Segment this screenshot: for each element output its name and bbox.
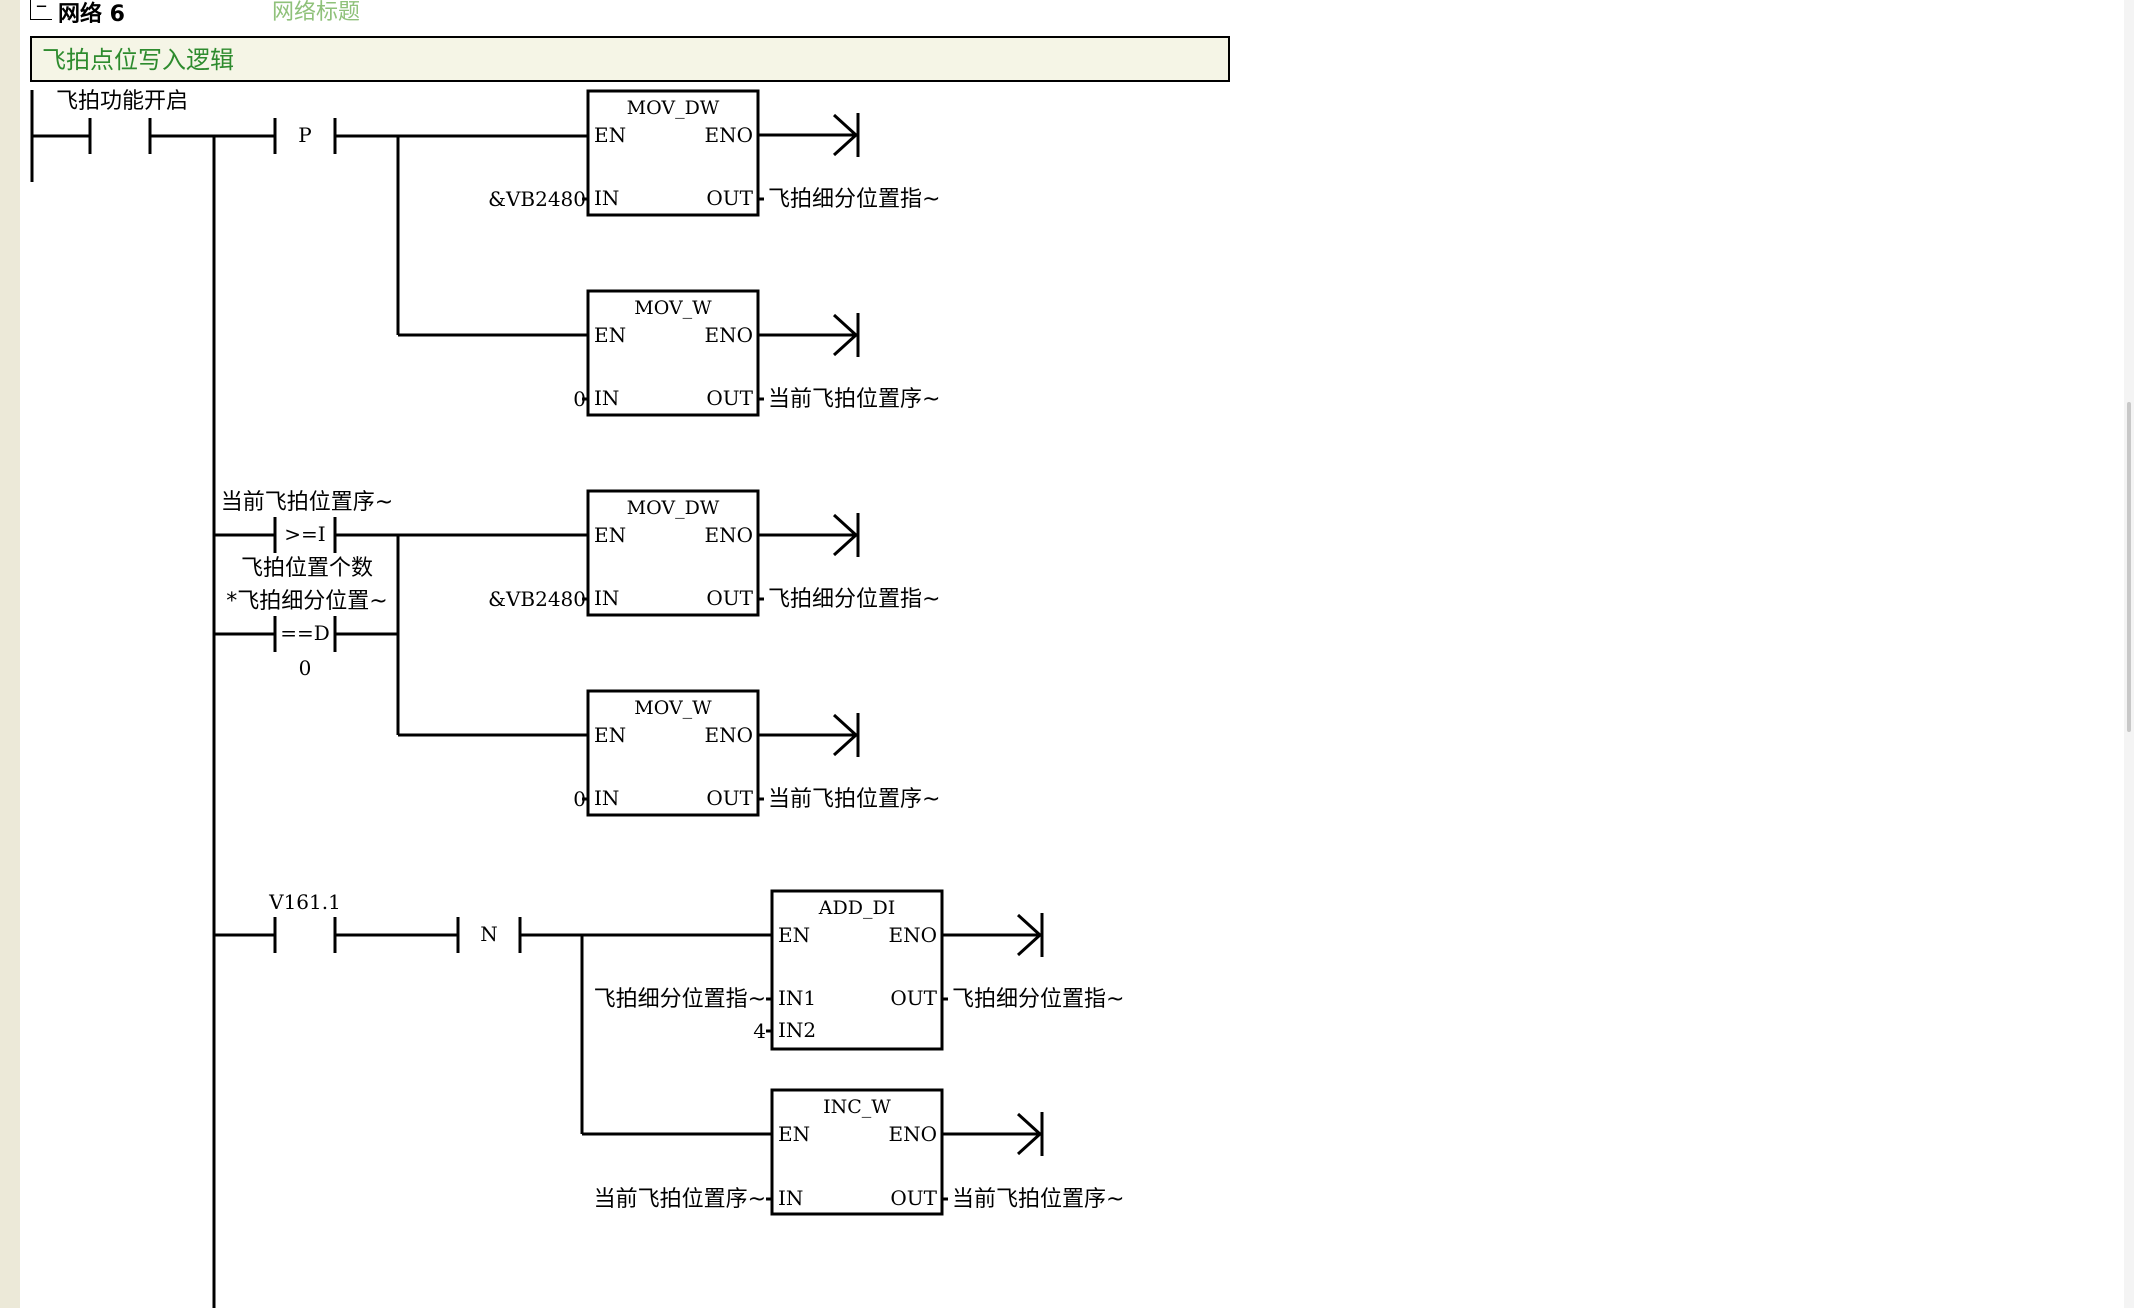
contact-flying-enable[interactable]: 飞拍功能开启 [56,89,188,154]
positive-edge-contact[interactable]: P [273,118,337,154]
compare-ge-operand-top: 当前飞拍位置序~ [221,490,393,515]
pin-stubs [582,197,948,1201]
box-mov-w-2-eno: ENO [705,723,754,747]
positive-edge-op: P [298,123,311,147]
box-add-di-out-value: 飞拍细分位置指~ [952,987,1124,1012]
box-mov-dw-2-in-pin: IN [594,586,619,610]
box-mov-w-2-out-value: 当前飞拍位置序~ [768,787,940,812]
compare-ge-operand-bottom: 飞拍位置个数 [241,556,373,581]
contact-v161-1[interactable]: V161.1 [268,890,341,953]
box-mov-dw-2-en: EN [594,523,626,547]
box-inc-w-in-value: 当前飞拍位置序~ [594,1187,766,1212]
box-mov-w-1-out-value: 当前飞拍位置序~ [768,387,940,412]
scrollbar-thumb[interactable] [2127,402,2131,732]
box-inc-w-en: EN [778,1122,810,1146]
vertical-scrollbar[interactable] [2124,0,2134,1308]
box-inc-w-eno: ENO [889,1122,938,1146]
network-title[interactable]: 网络标题 [272,0,361,25]
box-mov-w-2-en: EN [594,723,626,747]
box-add-di-eno: ENO [889,923,938,947]
box-mov-dw-2-eno: ENO [705,523,754,547]
box-mov-dw-1-out-value: 飞拍细分位置指~ [768,187,940,212]
ladder-wires [30,90,1042,1308]
box-add-di-in2-value: 4 [753,1019,766,1043]
eno-arrow-2 [832,313,860,357]
box-mov-w-1-in-value: 0 [573,387,586,411]
box-mov-w-2[interactable]: MOV_W EN ENO IN OUT 0 当前飞拍位置序~ [573,689,940,817]
box-mov-dw-2-name: MOV_DW [627,497,720,519]
box-mov-w-2-in-value: 0 [573,787,586,811]
box-inc-w-out-pin: OUT [890,1186,937,1210]
box-add-di-in2-pin: IN2 [778,1018,816,1042]
box-mov-w-1-eno: ENO [705,323,754,347]
compare-eq-operand-top: *飞拍细分位置~ [226,589,387,614]
box-mov-w-2-name: MOV_W [634,697,712,719]
eno-arrow-5 [1016,913,1044,957]
eno-arrow-1 [832,113,860,157]
box-mov-w-1[interactable]: MOV_W EN ENO IN OUT 0 当前飞拍位置序~ [573,289,940,417]
eno-arrows [832,113,1044,1156]
contact-flying-enable-label: 飞拍功能开启 [56,89,188,114]
contact-v161-1-label: V161.1 [268,890,341,914]
box-mov-dw-1-out-pin: OUT [706,186,753,210]
box-mov-dw-2[interactable]: MOV_DW EN ENO IN OUT &VB2480 飞拍细分位置指~ [488,489,940,617]
eno-arrow-6 [1016,1112,1044,1156]
box-mov-dw-1-en: EN [594,123,626,147]
network-label: 网络 6 [58,2,125,27]
box-mov-w-1-en: EN [594,323,626,347]
box-add-di-en: EN [778,923,810,947]
box-inc-w-out-value: 当前飞拍位置序~ [952,1187,1124,1212]
box-inc-w-in-pin: IN [778,1186,803,1210]
box-inc-w[interactable]: INC_W EN ENO IN OUT 当前飞拍位置序~ 当前飞拍位置序~ [594,1088,1125,1216]
box-add-di-name: ADD_DI [818,897,895,919]
eno-arrow-3 [832,513,860,557]
compare-eq-contact[interactable]: *飞拍细分位置~ ==D 0 [226,589,387,680]
box-add-di-in1-value: 飞拍细分位置指~ [594,987,766,1012]
compare-ge-contact[interactable]: 当前飞拍位置序~ >=I 飞拍位置个数 [221,490,393,581]
box-mov-w-1-name: MOV_W [634,297,712,319]
compare-ge-op: >=I [284,522,325,546]
box-mov-dw-2-out-value: 飞拍细分位置指~ [768,587,940,612]
box-mov-w-2-out-pin: OUT [706,786,753,810]
box-add-di-out-pin: OUT [890,986,937,1010]
box-mov-dw-2-in-value: &VB2480 [488,587,586,611]
box-mov-dw-1-name: MOV_DW [627,97,720,119]
network-comment[interactable]: 飞拍点位写入逻辑 [30,36,1230,82]
negative-edge-op: N [480,922,498,946]
box-mov-w-1-in-pin: IN [594,386,619,410]
compare-eq-op: ==D [280,621,330,645]
box-mov-dw-1-eno: ENO [705,123,754,147]
box-add-di[interactable]: ADD_DI EN ENO IN1 IN2 OUT 飞拍细分位置指~ 4 飞拍细… [594,889,1125,1051]
box-mov-dw-1-in-pin: IN [594,186,619,210]
box-inc-w-name: INC_W [823,1096,891,1118]
box-add-di-in1-pin: IN1 [778,986,816,1010]
negative-edge-contact[interactable]: N [456,917,522,953]
box-mov-w-2-in-pin: IN [594,786,619,810]
left-gutter [0,0,20,1308]
box-mov-dw-1[interactable]: MOV_DW EN ENO IN OUT &VB2480 飞拍细分位置指~ [488,89,940,217]
collapse-toggle[interactable]: − [30,0,52,20]
box-mov-dw-1-in-value: &VB2480 [488,187,586,211]
box-mov-w-1-out-pin: OUT [706,386,753,410]
network-header: − 网络 6 网络标题 [30,0,630,27]
eno-arrow-4 [832,713,860,757]
compare-eq-operand-bottom: 0 [299,656,312,680]
box-mov-dw-2-out-pin: OUT [706,586,753,610]
